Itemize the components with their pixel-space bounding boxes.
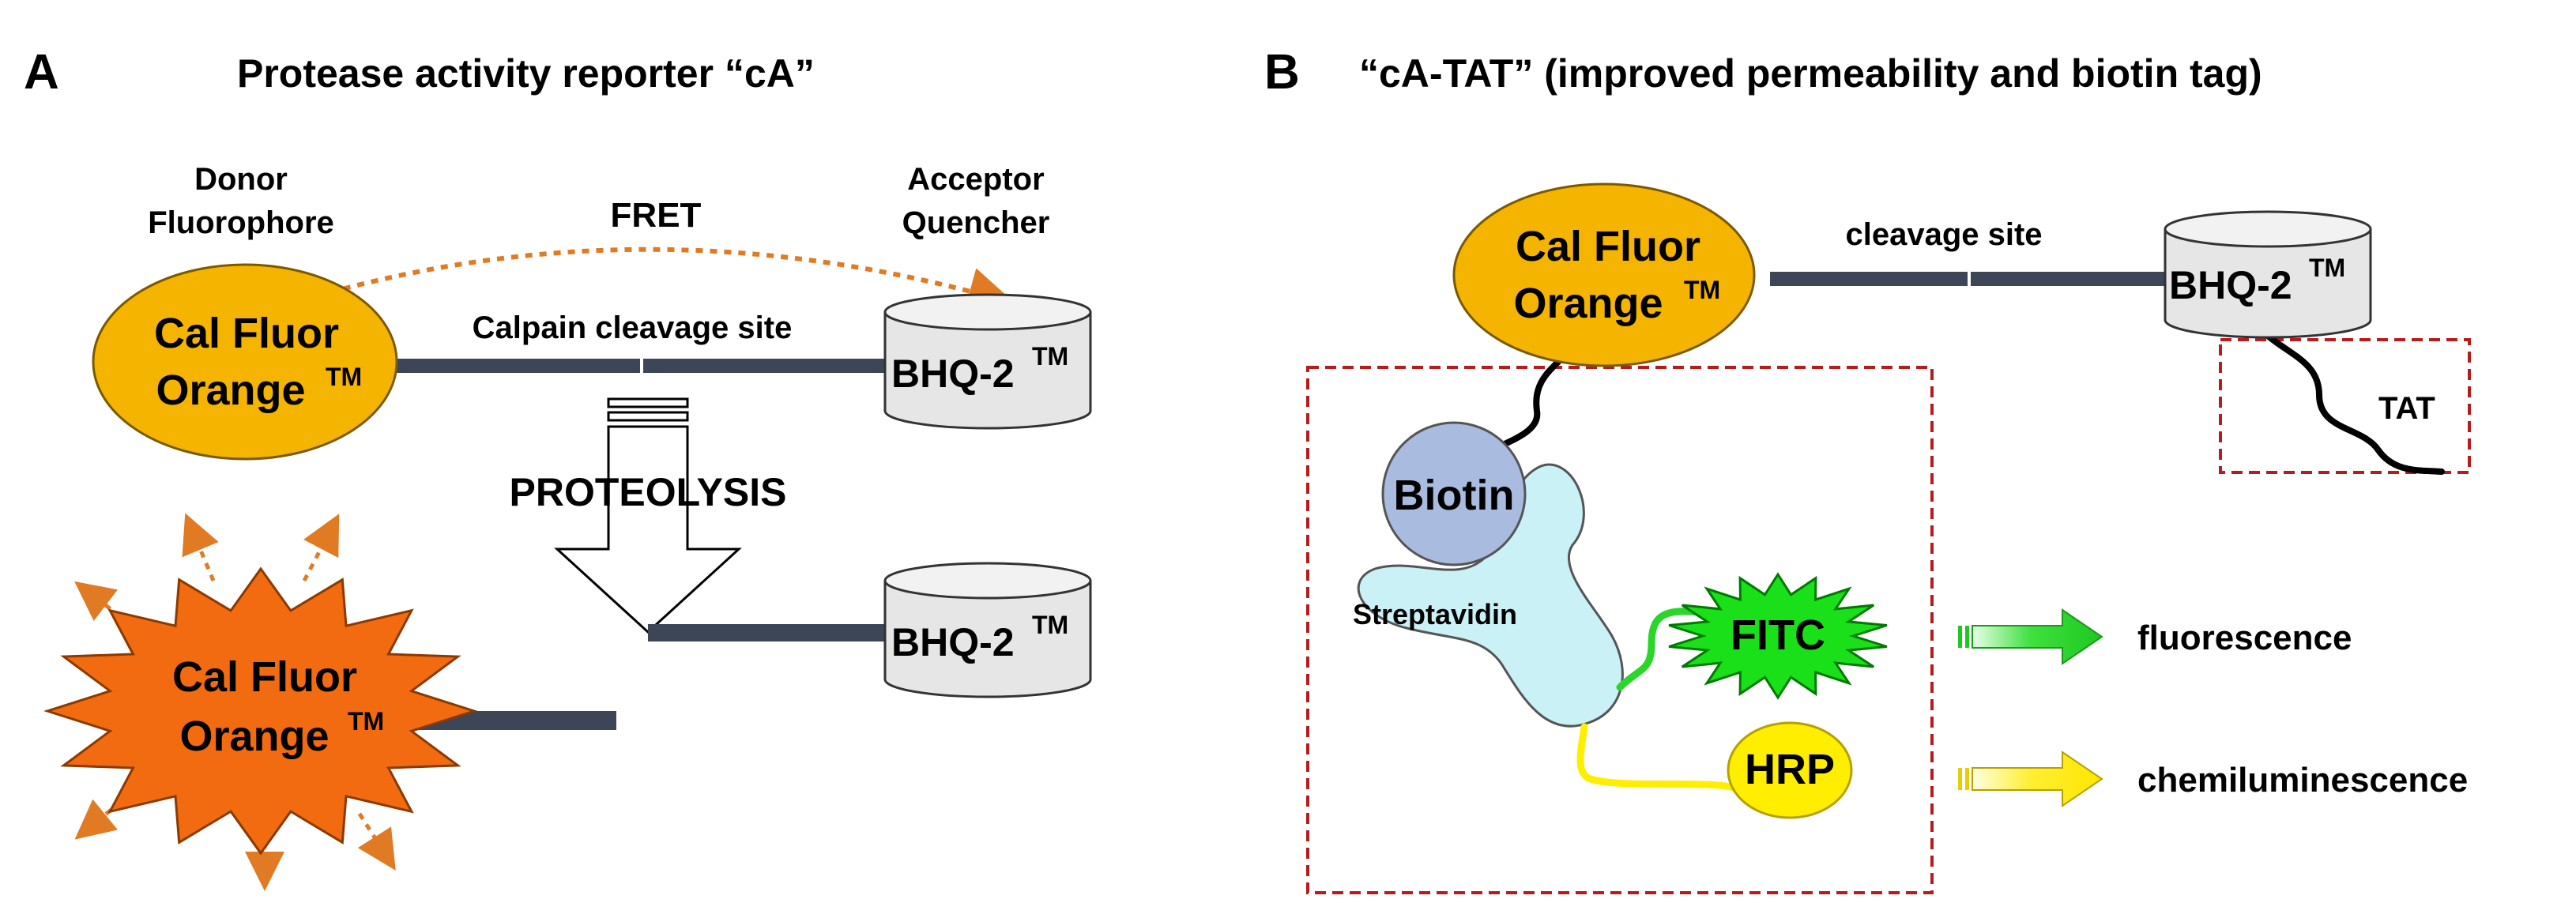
panel-b: B “cA-TAT” (improved permeability and bi… [1264, 45, 2471, 894]
cleavage-site-label-b: cleavage site [1845, 217, 2042, 252]
chemiluminescence-arrow [1958, 751, 2103, 807]
quencher-label: BHQ-2 [891, 352, 1015, 396]
fluorescence-label: fluorescence [2137, 619, 2352, 657]
fitc-label: FITC [1731, 611, 1825, 659]
acceptor-label-line1: Acceptor [907, 162, 1044, 197]
biotin-tag-dashed-box [1306, 366, 1934, 894]
panel-a-title: Protease activity reporter “cA” [237, 51, 815, 96]
calpain-linker [379, 359, 885, 373]
tat-dashed-box [2219, 338, 2471, 474]
biotin [1381, 421, 1527, 566]
fragment-quencher-label: BHQ-2 [891, 620, 1015, 664]
quencher-fragment-linker [648, 624, 885, 642]
donor-tm: TM [326, 363, 362, 391]
cal-fluor-orange-released-star [43, 566, 478, 856]
panel-b-letter: B [1264, 45, 1300, 100]
bhq2-quencher-cylinder [883, 293, 1092, 430]
cleavage-mark [640, 357, 643, 374]
fret-label: FRET [611, 196, 702, 235]
streptavidin [1357, 463, 1624, 728]
fluorophore-b-line2: Orange [1513, 280, 1663, 327]
tat-label: TAT [2378, 391, 2435, 426]
acceptor-label-line2: Quencher [902, 205, 1050, 240]
fitc-linker [1616, 608, 1703, 691]
biotin-label: Biotin [1394, 472, 1515, 519]
proteolysis-label: PROTEOLYSIS [509, 470, 786, 514]
released-name-line2: Orange [179, 713, 329, 760]
panel-b-title: “cA-TAT” (improved permeability and biot… [1359, 51, 2262, 96]
fluorescence-arrow [1958, 608, 2103, 665]
donor-name-line1: Cal Fluor [154, 310, 339, 357]
hrp-enzyme [1727, 721, 1853, 819]
tat-peptide [2265, 333, 2445, 475]
fret-arrow [315, 246, 1016, 314]
donor-label-line2: Fluorophore [148, 205, 334, 240]
released-tm: TM [348, 707, 384, 736]
quencher-label-b: BHQ-2 [2169, 263, 2292, 307]
cal-fluor-orange-b [1452, 182, 1756, 367]
quencher-tm-b: TM [2309, 254, 2345, 282]
fragment-quencher-tm: TM [1032, 611, 1068, 639]
streptavidin-label: Streptavidin [1353, 598, 1517, 630]
panel-a: A Protease activity reporter “cA” Donor … [24, 45, 1092, 891]
cleavage-mark-b [1968, 270, 1971, 288]
bhq2-fragment-cylinder [883, 562, 1092, 698]
chemiluminescence-label: chemiluminescence [2137, 761, 2468, 800]
panel-a-letter: A [24, 45, 59, 100]
cal-fluor-orange-donor [92, 263, 398, 461]
hrp-linker [1576, 723, 1742, 794]
fluorophore-b-line1: Cal Fluor [1516, 223, 1700, 270]
bhq2-quencher-cylinder-b [2164, 210, 2372, 339]
calpain-cleavage-label: Calpain cleavage site [473, 310, 793, 345]
donor-label-line1: Donor [194, 162, 288, 197]
proteolysis-arrow [554, 397, 742, 634]
donor-name-line2: Orange [156, 367, 305, 414]
hrp-label: HRP [1745, 746, 1835, 793]
fitc-star [1668, 572, 1888, 700]
released-name-line1: Cal Fluor [172, 653, 357, 701]
quencher-tm: TM [1032, 342, 1068, 371]
fluorophore-b-tm: TM [1684, 276, 1720, 304]
